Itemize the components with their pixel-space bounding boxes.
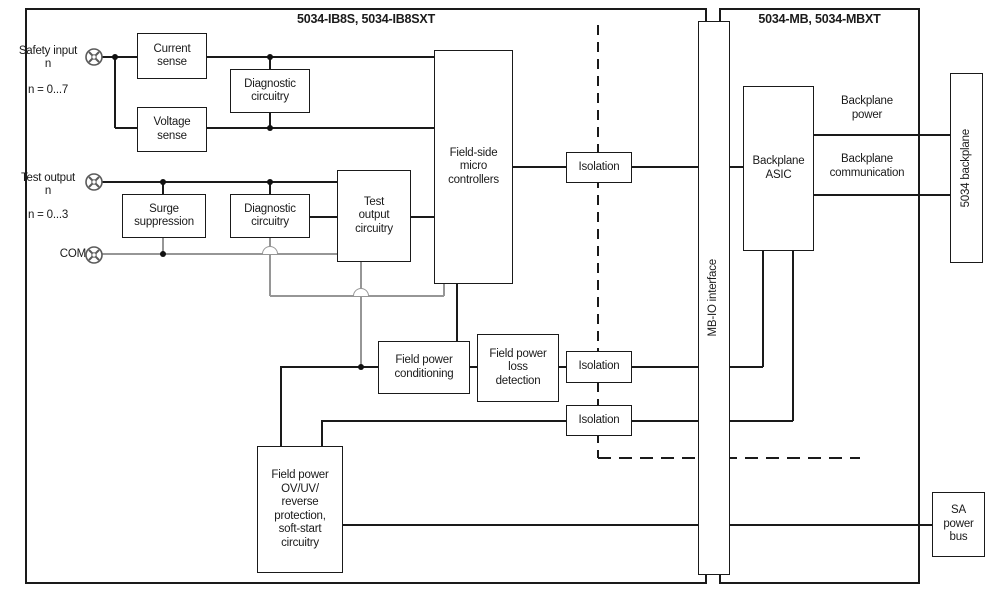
- junction-dot: [267, 54, 273, 60]
- backplane-power-label: Backplane power: [841, 95, 893, 121]
- wire-safety-branch: [114, 56, 116, 128]
- wire-protection-riser1: [280, 366, 282, 446]
- wire-current-sense-to-micro: [207, 56, 434, 58]
- block-surge-suppression: Surge suppression: [122, 194, 206, 238]
- block-sa-power-bus: SA power bus: [932, 492, 985, 557]
- wire-to-diagnostic-bottom: [269, 181, 271, 195]
- right-module-title: 5034-MB, 5034-MBXT: [758, 12, 881, 26]
- block-field-power-conditioning: Field power conditioning: [378, 341, 470, 394]
- test-output-range: n = 0...3: [27, 209, 69, 221]
- backplane-5034-bar: 5034 backplane: [950, 73, 983, 263]
- wire-sa-power-right: [730, 524, 932, 526]
- wire-protection-to-isolation3: [322, 420, 566, 422]
- block-test-output-circuitry: Test output circuitry: [337, 170, 411, 262]
- wire-micro-to-conditioning: [456, 284, 458, 341]
- safety-input-range: n = 0...7: [27, 84, 69, 96]
- wire-com-return-to-micro: [443, 284, 445, 296]
- junction-dot: [358, 364, 364, 370]
- wire-asic-drop2: [792, 251, 794, 421]
- junction-dot: [160, 251, 166, 257]
- wire-branch-to-voltage-sense: [115, 127, 137, 129]
- block-voltage-sense: Voltage sense: [137, 107, 207, 152]
- wire-protection-riser2: [321, 420, 323, 446]
- wire-diagnostic-to-test-circuitry: [310, 216, 337, 218]
- left-module-title: 5034-IB8S, 5034-IB8SXT: [296, 12, 436, 26]
- block-field-power-protection: Field power OV/UV/ reverse protection, s…: [257, 446, 343, 573]
- block-field-side-micro-controllers: Field-side micro controllers: [434, 50, 513, 284]
- block-isolation-2: Isolation: [566, 351, 632, 383]
- safety-input-terminal-icon: [85, 48, 103, 66]
- wire-backplane-power: [814, 134, 950, 136]
- wire-to-diagnostic-top: [269, 56, 271, 70]
- block-current-sense: Current sense: [137, 33, 207, 79]
- mb-io-interface-bar: MB-IO interface: [698, 21, 730, 575]
- wire-diagnostic-top-to-voltage: [269, 113, 271, 128]
- wire-mbio-to-asic: [730, 166, 743, 168]
- block-diagnostic-circuitry-top: Diagnostic circuitry: [230, 69, 310, 113]
- wire-isolation1-to-mbio: [632, 166, 698, 168]
- junction-dot: [267, 125, 273, 131]
- block-backplane-asic: Backplane ASIC: [743, 86, 814, 251]
- wire-loss-to-isolation2: [559, 366, 566, 368]
- backplane-5034-label: 5034 backplane: [959, 128, 972, 208]
- wire-test-circuitry-drop: [360, 262, 362, 367]
- junction-dot: [160, 179, 166, 185]
- safety-input-label: Safety input n: [18, 45, 78, 70]
- wire-diagnostic-bottom-drop: [269, 238, 271, 296]
- com-label: COM: [59, 248, 86, 260]
- wire-test-output-to-circuitry: [102, 181, 337, 183]
- wire-isolation3-to-mbio: [632, 420, 698, 422]
- wire-micro-to-isolation1: [513, 166, 566, 168]
- block-field-power-loss-detection: Field power loss detection: [477, 334, 559, 402]
- wire-mbio-to-asic-branch1: [730, 366, 763, 368]
- wire-voltage-sense-to-micro: [207, 127, 434, 129]
- wire-sa-power-left: [343, 524, 698, 526]
- test-output-label: Test output n: [20, 172, 76, 197]
- junction-dot: [112, 54, 118, 60]
- wire-to-surge: [162, 181, 164, 195]
- isolation-barrier-vertical: [597, 25, 599, 458]
- block-isolation-1: Isolation: [566, 152, 632, 183]
- mb-io-interface-label: MB-IO interface: [707, 259, 720, 337]
- wire-safety-to-current-sense: [102, 56, 137, 58]
- wire-test-circuitry-to-micro: [411, 216, 434, 218]
- wire-com: [102, 253, 337, 255]
- wire-asic-drop1: [762, 251, 764, 367]
- wire-surge-to-com: [162, 238, 164, 254]
- block-diagnostic-circuitry-bottom: Diagnostic circuitry: [230, 194, 310, 238]
- test-output-terminal-icon: [85, 173, 103, 191]
- wire-backplane-communication: [814, 194, 950, 196]
- wire-isolation2-to-mbio: [632, 366, 698, 368]
- block-isolation-3: Isolation: [566, 405, 632, 436]
- wire-conditioning-to-loss: [470, 366, 477, 368]
- wire-protection-to-conditioning: [281, 366, 378, 368]
- com-terminal-icon: [85, 246, 103, 264]
- junction-dot: [267, 179, 273, 185]
- backplane-communication-label: Backplane communication: [829, 153, 905, 179]
- wire-mbio-to-asic-branch2: [730, 420, 793, 422]
